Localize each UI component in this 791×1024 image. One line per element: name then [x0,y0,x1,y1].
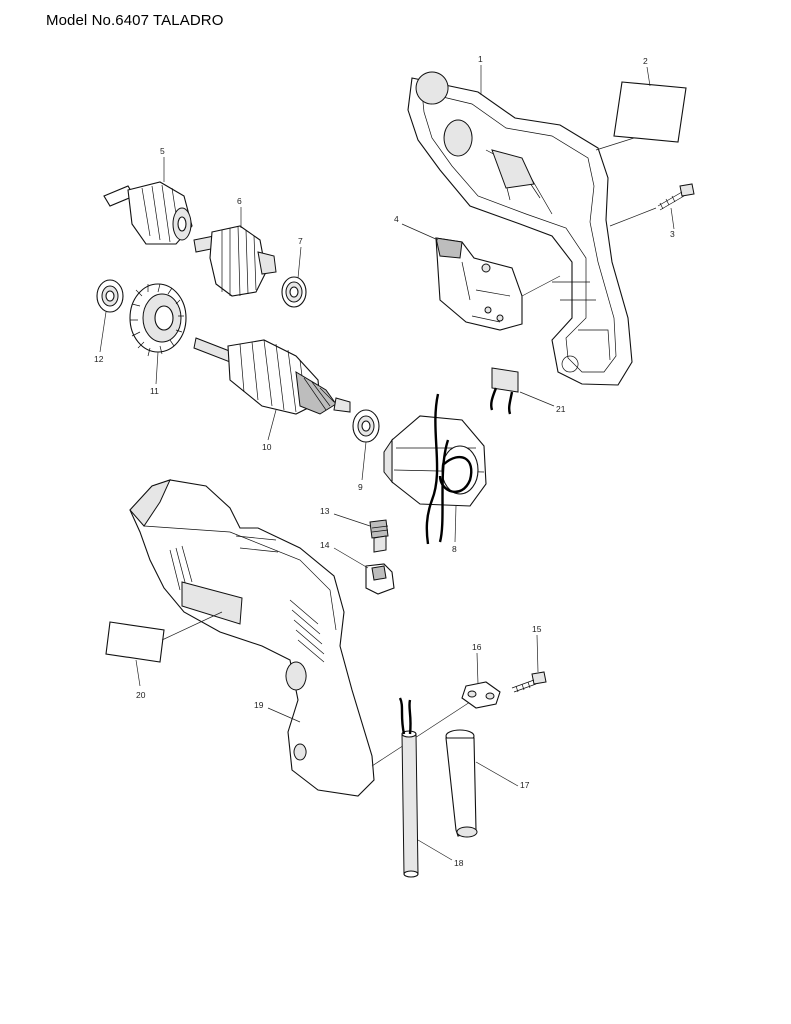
part-cord-guard[interactable] [445,729,478,838]
callout-4: 4 [394,214,399,224]
part-label-20[interactable] [105,621,165,663]
part-spindle-gear[interactable] [193,225,277,297]
callout-21: 21 [556,404,566,414]
page-title: Model No.6407 TALADRO [46,12,224,29]
part-screw-3[interactable] [657,183,695,211]
callout-13: 13 [320,506,330,516]
callout-8: 8 [452,544,457,554]
callout-14: 14 [320,540,330,550]
callout-2: 2 [643,56,648,66]
callout-16: 16 [472,642,482,652]
part-helical-gear[interactable] [129,283,187,357]
part-strain-relief[interactable] [461,681,501,709]
callout-12: 12 [94,354,104,364]
callout-7: 7 [298,236,303,246]
part-brush-holder[interactable] [365,563,395,595]
callout-10: 10 [262,442,272,452]
callout-15: 15 [532,624,542,634]
part-switch[interactable] [435,237,523,331]
part-screw-15[interactable] [511,671,547,693]
callout-17: 17 [520,780,530,790]
callout-9: 9 [358,482,363,492]
part-power-cord[interactable] [398,697,419,878]
part-bearing-9[interactable] [352,409,380,443]
part-nameplate[interactable] [613,81,687,143]
part-noise-suppressor[interactable] [490,367,519,415]
part-field[interactable] [383,393,487,545]
callout-1: 1 [478,54,483,64]
part-drill-chuck[interactable] [103,181,193,245]
callout-18: 18 [454,858,464,868]
part-housing-right[interactable] [407,71,633,386]
callout-20: 20 [136,690,146,700]
part-bearing-7[interactable] [281,276,307,308]
callout-19: 19 [254,700,264,710]
part-bearing-12[interactable] [96,279,124,313]
callout-6: 6 [237,196,242,206]
callout-11: 11 [150,386,159,396]
callout-3: 3 [670,229,675,239]
part-armature[interactable] [193,337,351,415]
callout-5: 5 [160,146,165,156]
part-housing-left[interactable] [129,479,375,797]
part-carbon-brush[interactable] [369,519,389,553]
